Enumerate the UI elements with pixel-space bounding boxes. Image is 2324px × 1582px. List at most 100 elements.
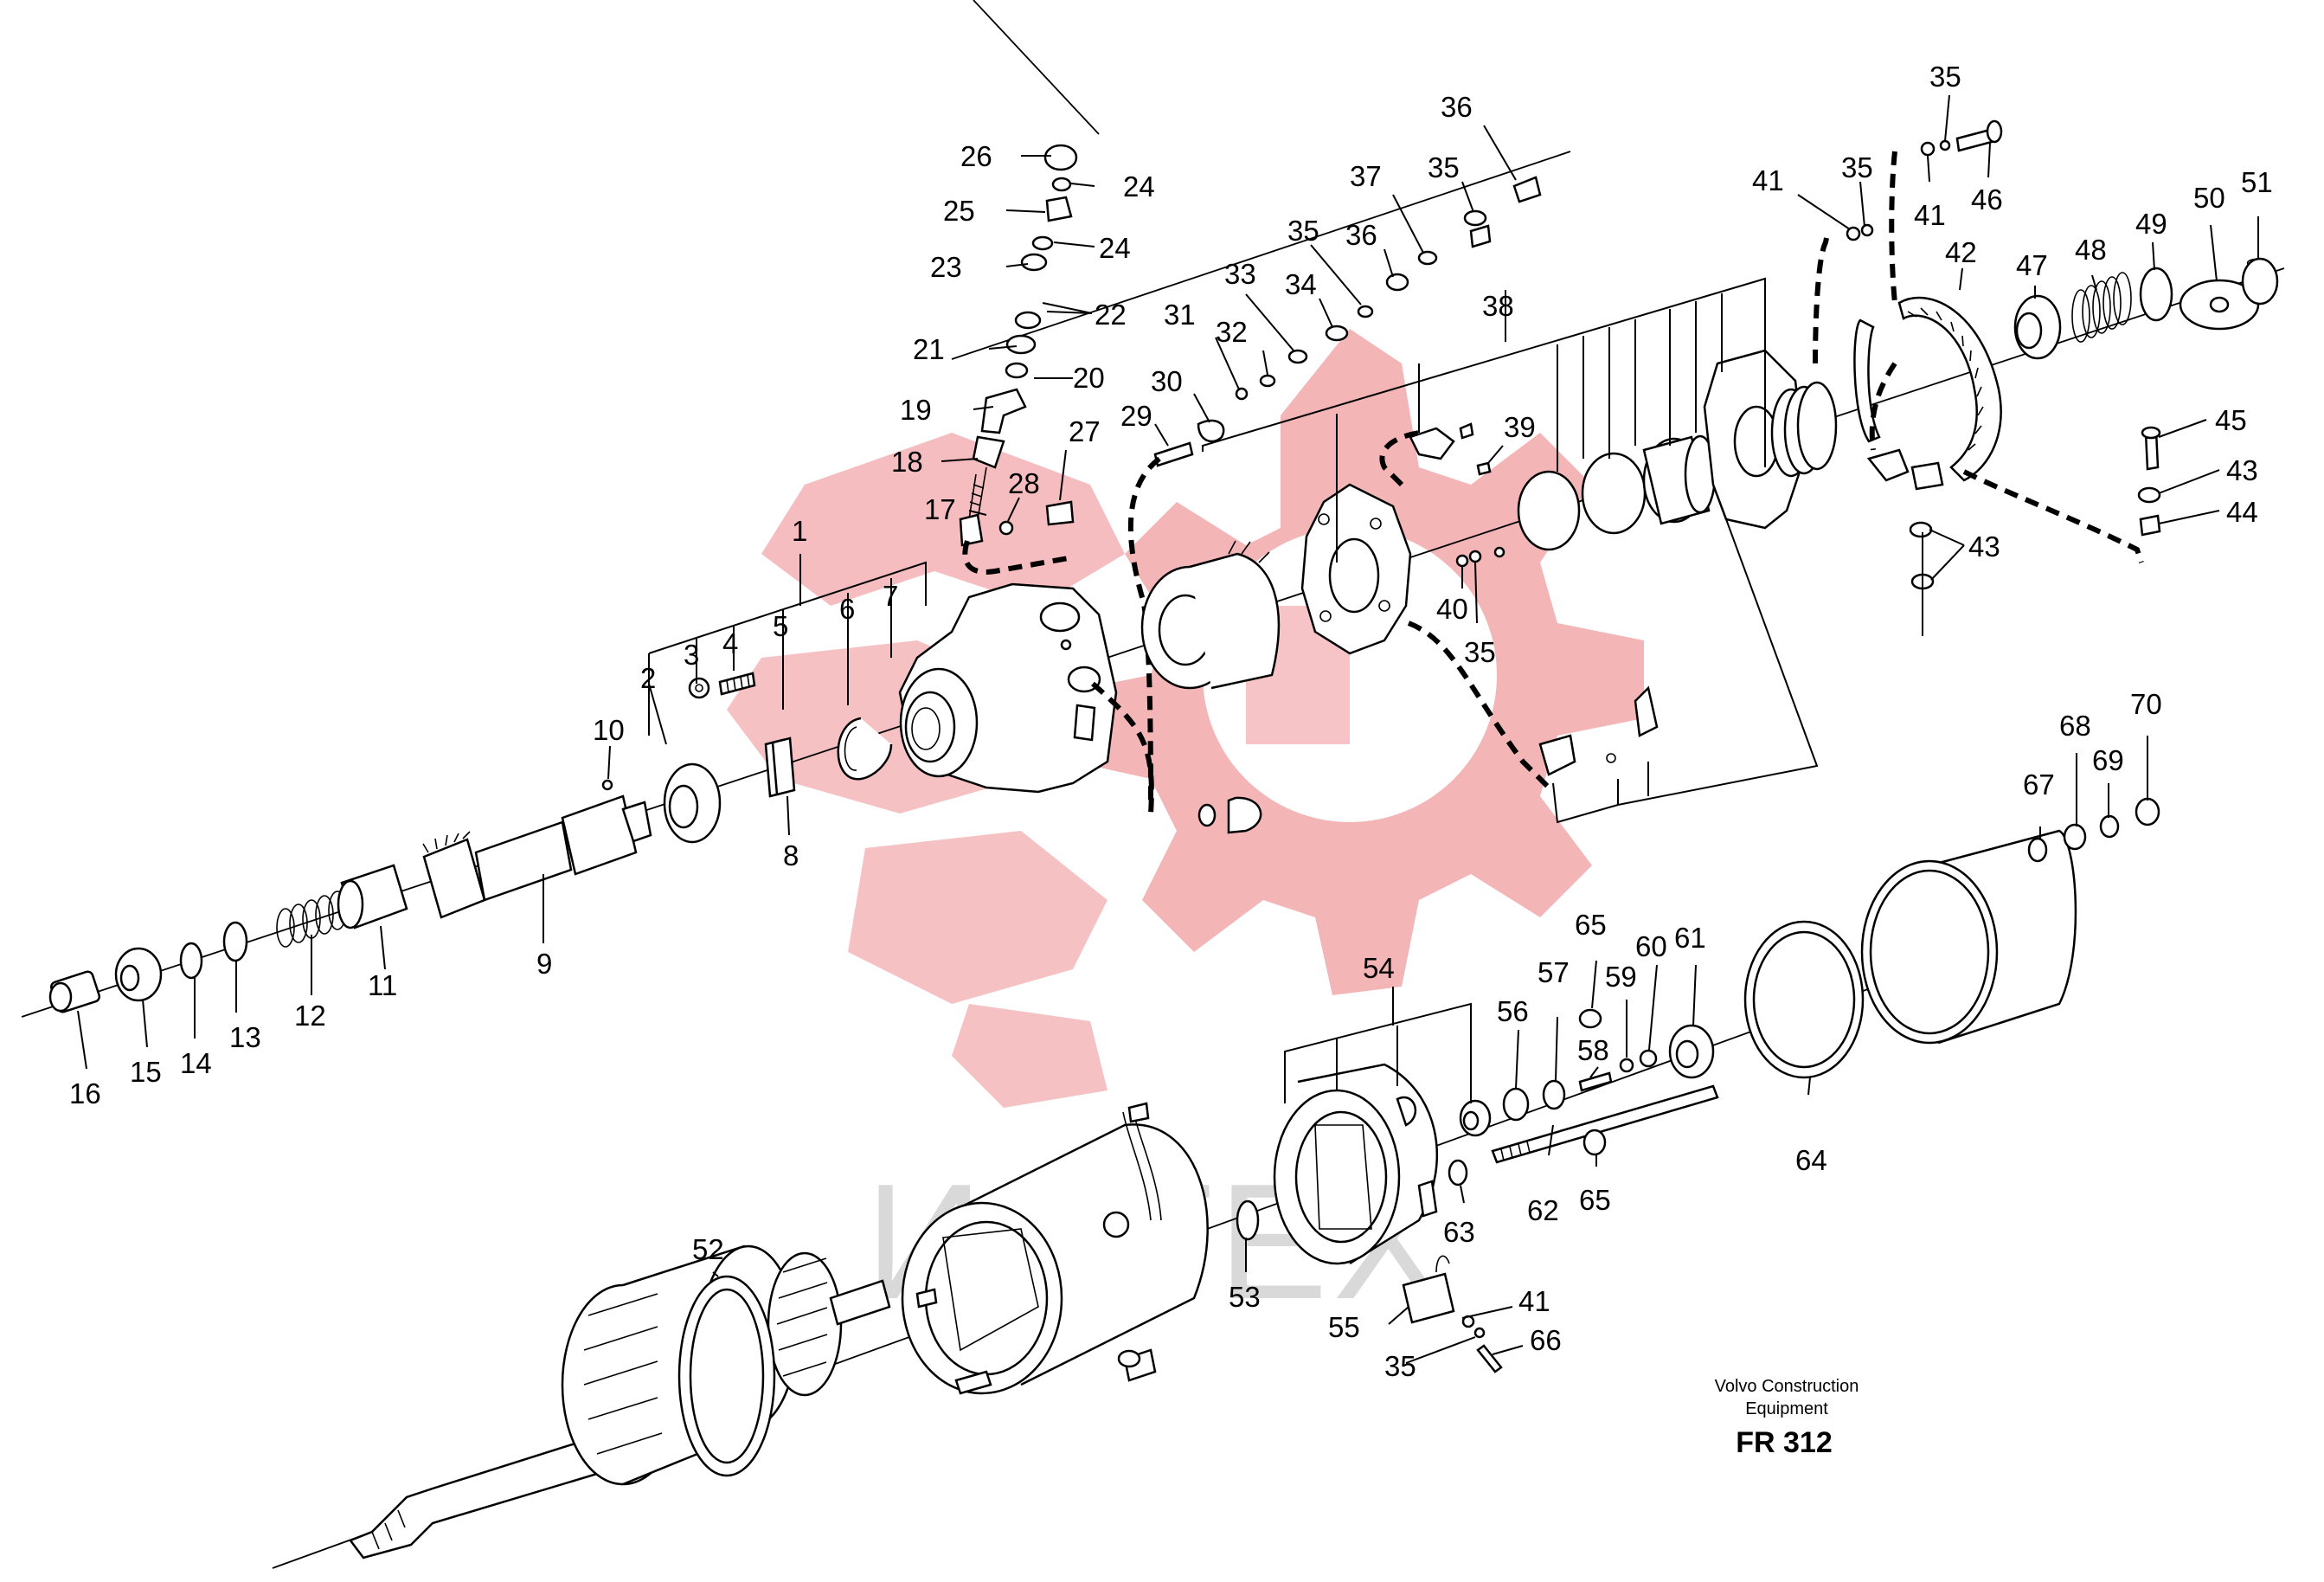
figure-code: FR 312: [1736, 1426, 1833, 1459]
label-7: 7: [883, 580, 898, 612]
part-44-nut: [2139, 514, 2161, 537]
label-63: 63: [1443, 1216, 1475, 1248]
part-spring-rings: [1517, 434, 1717, 551]
label-57: 57: [1538, 956, 1570, 988]
part-57-ring: [1542, 1079, 1566, 1110]
part-67-70-nuts: [2027, 797, 2160, 863]
part-7-drive-housing: [898, 582, 1118, 794]
label-44: 44: [2226, 496, 2258, 528]
label-3: 3: [684, 639, 699, 671]
label-39: 39: [1504, 411, 1536, 443]
label-49: 49: [2135, 208, 2167, 240]
label-65a: 65: [1575, 909, 1607, 941]
label-65b: 65: [1579, 1184, 1611, 1216]
part-65-washers: [1578, 1008, 1607, 1156]
part-56-bushing: [1459, 1099, 1492, 1137]
label-48: 48: [2075, 234, 2107, 266]
label-52: 52: [692, 1233, 724, 1265]
label-35e: 35: [1929, 61, 1961, 93]
part-brush-plate: [1300, 483, 1412, 655]
label-19: 19: [900, 394, 932, 426]
watermark-gear-logo: [727, 329, 1644, 1108]
part-64-gasket: [1743, 920, 1865, 1079]
part-59-60-nuts: [1619, 1049, 1658, 1073]
part-brush-holders: [1538, 685, 1659, 776]
label-43a: 43: [2226, 454, 2258, 486]
part-48-spring: [2071, 272, 2132, 343]
label-56: 56: [1497, 995, 1529, 1027]
part-57-washer: [1502, 1087, 1530, 1122]
part-51-clip: [2241, 257, 2279, 305]
label-35c: 35: [1464, 636, 1496, 668]
part-54-brush-holder: [1273, 1063, 1438, 1265]
label-2: 2: [640, 662, 656, 694]
label-42: 42: [1945, 236, 1977, 268]
part-6-circlip: [837, 717, 893, 781]
label-47: 47: [2016, 249, 2048, 281]
part-10-ball: [601, 779, 613, 791]
label-30: 30: [1151, 365, 1183, 397]
label-37: 37: [1350, 160, 1382, 192]
label-58: 58: [1577, 1034, 1609, 1066]
label-21: 21: [913, 333, 945, 365]
label-35f: 35: [1384, 1350, 1416, 1382]
label-46: 46: [1971, 183, 2003, 215]
label-36a: 36: [1345, 219, 1377, 251]
company-name: Volvo Construction: [1715, 1377, 1859, 1396]
label-66: 66: [1530, 1324, 1562, 1356]
label-61: 61: [1674, 922, 1706, 954]
label-35a: 35: [1287, 215, 1319, 247]
part-55-brush: [1402, 1255, 1455, 1324]
part-61-nut: [1668, 1024, 1715, 1079]
label-24b: 24: [1123, 170, 1155, 203]
label-35d: 35: [1841, 151, 1873, 183]
part-5-8-shims: [764, 736, 796, 798]
label-55: 55: [1328, 1311, 1360, 1343]
part-39-bracket: [1409, 422, 1492, 476]
label-1: 1: [792, 515, 807, 547]
part-40-nuts: [1455, 546, 1505, 568]
label-53: 53: [1229, 1281, 1261, 1313]
part-45-bolt: [2141, 426, 2161, 471]
label-22: 22: [1095, 299, 1127, 331]
part-4-screw: [718, 672, 756, 696]
label-25: 25: [943, 195, 975, 227]
label-34: 34: [1285, 268, 1317, 300]
part-53-washer: [1236, 1199, 1260, 1241]
part-47-sleeve: [2013, 294, 2062, 360]
part-42-clips: [1866, 448, 1944, 491]
label-45: 45: [2215, 404, 2247, 436]
part-armature: [349, 1244, 891, 1559]
label-9: 9: [536, 948, 552, 980]
company-sub: Equipment: [1745, 1399, 1828, 1418]
label-38: 38: [1482, 290, 1514, 322]
part-42-brake-band: [1853, 296, 2002, 482]
callout-labels: 1 2 3 4 5 6 7 8 9 10 11 12 13 14 15 16 1…: [69, 61, 2273, 1382]
label-4: 4: [722, 627, 738, 659]
label-36b: 36: [1441, 91, 1473, 123]
part-62-bolt: [1491, 1084, 1719, 1164]
part-63-washer: [1448, 1159, 1468, 1186]
label-12: 12: [294, 1000, 326, 1032]
label-20: 20: [1073, 362, 1105, 394]
part-52-ring: [677, 1275, 776, 1477]
label-28: 28: [1008, 467, 1040, 499]
part-15-ring: [114, 947, 163, 1002]
part-3-nut: [688, 677, 710, 699]
part-bearing-housing: [1140, 540, 1281, 690]
label-40: 40: [1436, 593, 1468, 625]
part-field-frame: [901, 1102, 1209, 1395]
part-13-washer: [222, 921, 248, 962]
label-33: 33: [1224, 258, 1256, 290]
label-31: 31: [1164, 299, 1196, 331]
label-41a: 41: [1752, 164, 1784, 196]
label-41b: 41: [1914, 199, 1946, 231]
terminal-axis: [951, 0, 1571, 360]
label-13: 13: [229, 1021, 261, 1053]
label-23: 23: [930, 251, 962, 283]
part-41-35-46-fixings: [1846, 119, 2003, 241]
label-18: 18: [891, 446, 923, 478]
label-69: 69: [2092, 744, 2124, 776]
part-2-seal: [663, 762, 722, 844]
part-lower-fixings: [1461, 1315, 1503, 1373]
